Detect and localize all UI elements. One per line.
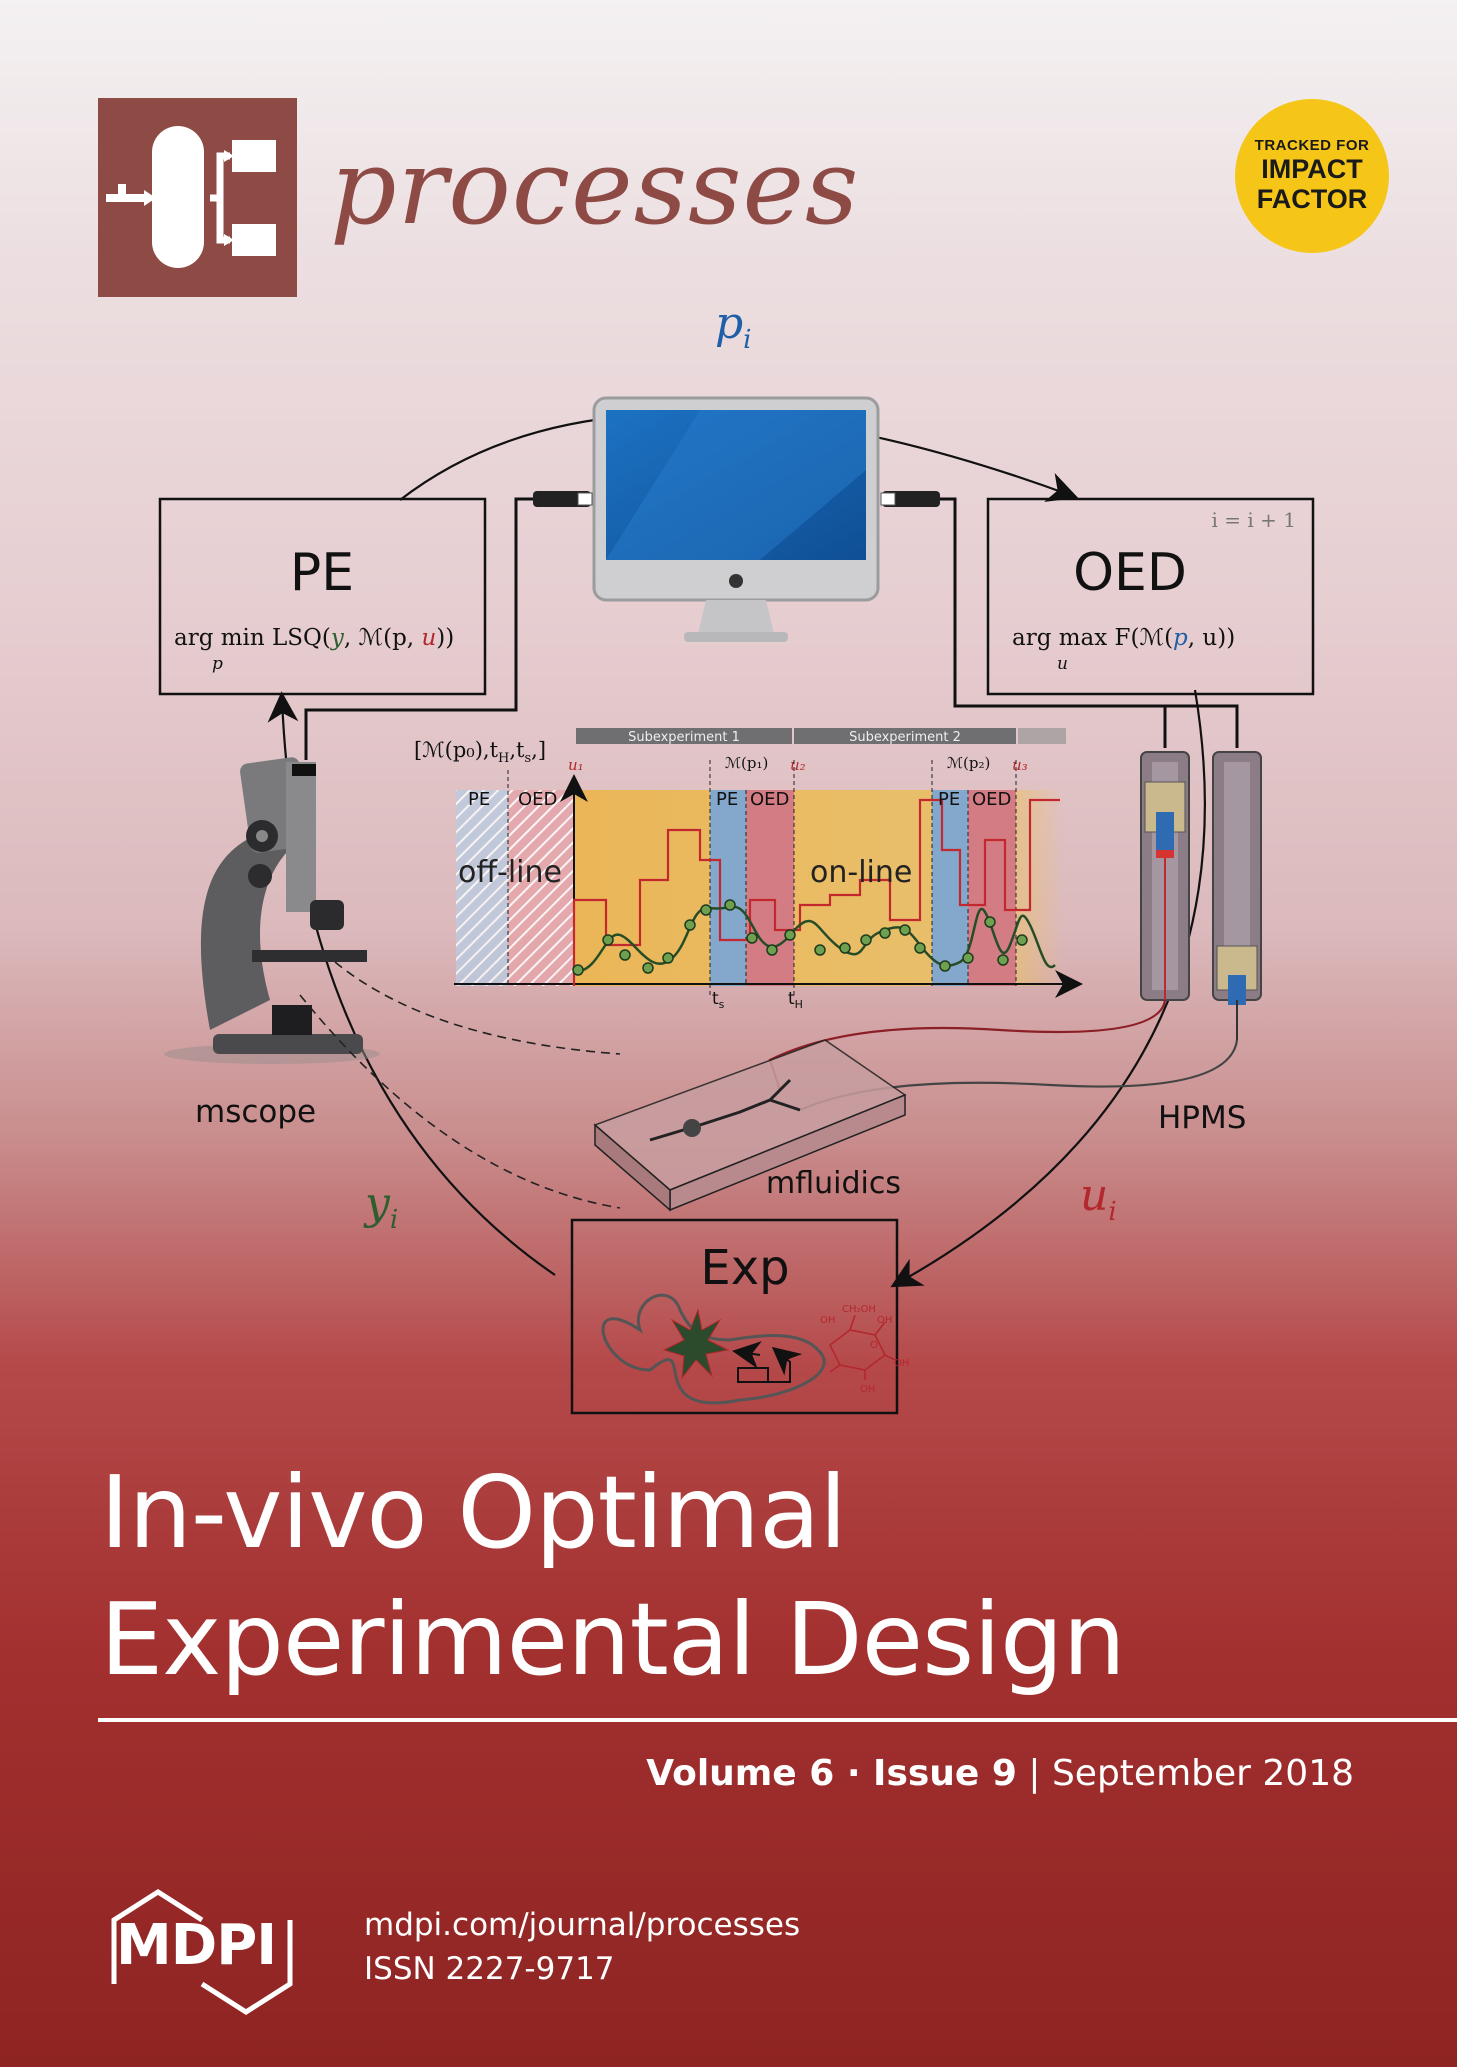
pi-subscript: i <box>743 325 751 355</box>
pe-box-title: PE <box>290 543 354 603</box>
glucose-oh-label-1: OH <box>820 1315 835 1326</box>
processes-logo-icon <box>98 98 297 297</box>
cover-title-line-2: Experimental Design <box>100 1581 1126 1698</box>
syringe-pump-2-icon <box>1212 751 1262 1040</box>
subexperiment-1-label: Subexperiment 1 <box>628 730 740 745</box>
hpms-label: HPMS <box>1158 1100 1246 1136</box>
pe-formula-sub: p <box>212 654 223 674</box>
ui-label: ui <box>1080 1170 1117 1227</box>
subexperiment-2-label: Subexperiment 2 <box>849 730 961 745</box>
impact-factor-badge: TRACKED FOR IMPACT FACTOR <box>1235 99 1389 253</box>
publisher-name: MDPI <box>116 1913 277 1978</box>
volume-label: Volume 6 <box>646 1753 835 1794</box>
issue-label: Issue 9 <box>873 1753 1017 1794</box>
glucose-oh-label-3: OH <box>894 1358 909 1369</box>
oed-region-label-3: OED <box>972 789 1011 810</box>
syringe-pump-1-icon <box>1140 751 1190 1001</box>
glucose-oh-label-4: OH <box>860 1384 875 1395</box>
glucose-o-label: O <box>870 1340 878 1351</box>
glucose-ch2oh-label: CH₂OH <box>842 1304 876 1315</box>
dashed-link-1 <box>334 961 621 1055</box>
mdpi-logo-icon <box>111 1889 293 2015</box>
cable-right <box>940 497 1239 748</box>
oed-formula-p: p <box>1173 625 1188 651</box>
cell-network-icon <box>601 1293 826 1405</box>
microscope-icon <box>164 757 380 1064</box>
glucose-molecule-icon <box>828 1314 896 1380</box>
online-label: on-line <box>810 855 912 890</box>
exp-box <box>570 1218 899 1415</box>
cover-title-line-1: In-vivo Optimal <box>100 1454 847 1571</box>
pe-formula-y: y <box>330 625 345 651</box>
mp1-label: ℳ(p₁) <box>725 754 768 772</box>
usb-plug-left-icon <box>533 491 593 507</box>
title-divider <box>98 1718 1457 1722</box>
pe-formula: arg min LSQ(y, ℳ(p, u)) <box>174 625 454 651</box>
usb-plug-right-icon <box>880 491 940 507</box>
journal-url[interactable]: mdpi.com/journal/processes <box>364 1907 801 1943</box>
microfluidic-chip-icon <box>593 1039 907 1212</box>
ioed-diagram: pi PE arg min LSQ(y, ℳ(p, u)) p OED <box>158 298 1315 1415</box>
timeline-illustration: Subexperiment 1 Subexperiment 2 [ℳ(p₀),t… <box>414 728 1083 1011</box>
badge-line-2: IMPACT <box>1261 154 1363 184</box>
dashed-link-2 <box>299 994 621 1209</box>
mp2-label: ℳ(p₂) <box>947 754 990 772</box>
pe-region-label-3: PE <box>938 789 960 810</box>
issue-line: Volume 6 · Issue 9 | September 2018 <box>646 1753 1354 1794</box>
offline-label: off-line <box>458 855 562 890</box>
oed-formula-sub: u <box>1057 654 1068 674</box>
pe-formula-u: u <box>421 625 436 651</box>
oed-counter: i = i + 1 <box>1212 508 1296 532</box>
date-label: September 2018 <box>1051 1753 1354 1794</box>
pe-box <box>158 497 487 696</box>
mfluidics-label: mfluidics <box>766 1166 901 1201</box>
th-label: tH <box>788 989 803 1011</box>
oed-region-label-1: OED <box>518 789 557 810</box>
u1-label: u₁ <box>568 756 584 774</box>
pe-region-label-1: PE <box>468 789 490 810</box>
badge-line-3: FACTOR <box>1256 184 1368 214</box>
chart-context-label: [ℳ(p₀),tH,ts,] <box>414 738 546 766</box>
u3-label: u₃ <box>1012 756 1028 774</box>
exp-box-title: Exp <box>700 1240 789 1296</box>
pi-label: pi <box>715 298 752 355</box>
oed-box <box>986 497 1315 696</box>
badge-line-1: TRACKED FOR <box>1254 137 1370 154</box>
microscope-label: mscope <box>195 1094 316 1130</box>
monitor-icon <box>592 396 880 642</box>
u2-label: u₂ <box>790 756 806 774</box>
loop-arc-left <box>267 691 556 1276</box>
cable-left <box>304 497 533 760</box>
glucose-oh-label-2: OH <box>877 1315 892 1326</box>
pe-region-label-2: PE <box>716 789 738 810</box>
issn: ISSN 2227-9717 <box>364 1951 615 1987</box>
oed-region-label-2: OED <box>750 789 789 810</box>
oed-formula: arg max F(ℳ(p, u)) <box>1012 625 1235 651</box>
loop-arc-right <box>890 689 1206 1288</box>
ts-label: ts <box>712 989 725 1011</box>
tube-red <box>768 999 1167 1091</box>
yi-label: yi <box>363 1178 398 1235</box>
oed-box-title: OED <box>1073 543 1187 603</box>
journal-name: processes <box>330 126 860 248</box>
